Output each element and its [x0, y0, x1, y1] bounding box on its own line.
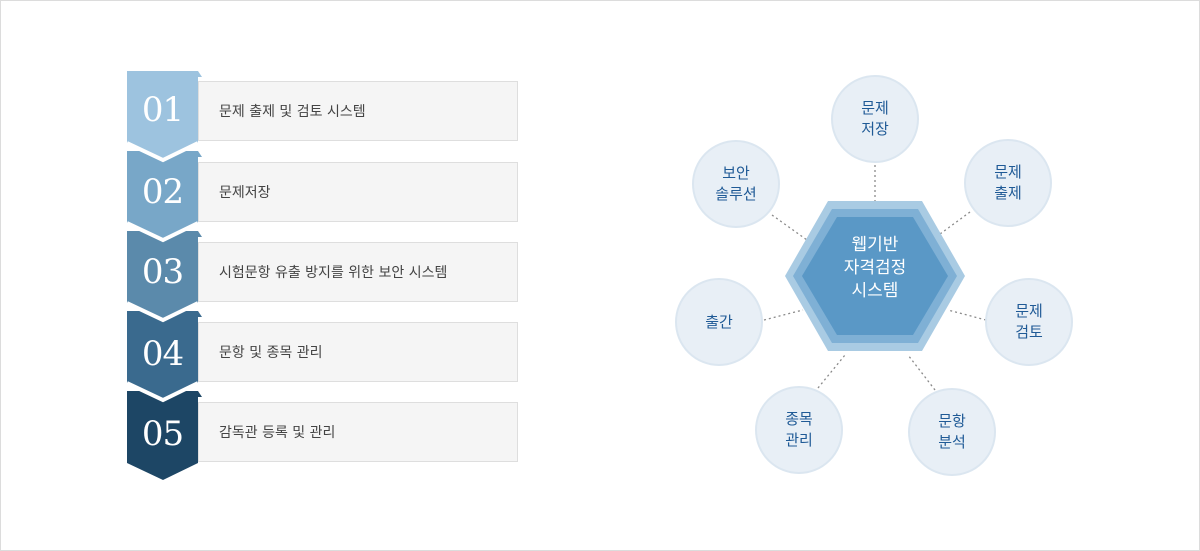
connector-lines: [763, 165, 987, 391]
step-2-number: 02: [141, 172, 184, 212]
step-chevron-strip: [127, 71, 202, 480]
step-1-tab: [198, 71, 202, 77]
node-top-left-line-2: 솔루션: [715, 185, 757, 203]
center-line-1: 웹기반: [851, 235, 899, 255]
node-top-right-line-1: 문제: [994, 163, 1022, 181]
center-line-3: 시스템: [851, 281, 899, 301]
center-line-2: 자격검정: [843, 258, 907, 278]
step-2-label: 문제저장: [198, 162, 518, 222]
connector-top-right: [939, 211, 971, 235]
node-category-management: 종목 관리: [755, 386, 843, 474]
step-list: 01 02 03 04 05 문제 출제 및 검토 시스템 문제저장 시험문항 …: [127, 71, 518, 480]
connector-right: [947, 309, 987, 321]
node-top-line-1: 문제: [861, 99, 889, 117]
step-4-label: 문항 및 종목 관리: [198, 322, 518, 382]
node-item-analysis: 문항 분석: [908, 388, 996, 476]
step-3-number: 03: [141, 252, 184, 292]
node-bottom-left-line-1: 종목: [785, 410, 813, 428]
step-5-tab: [198, 391, 202, 397]
step-5-label: 감독관 등록 및 관리: [198, 402, 518, 462]
step-2-tab: [198, 151, 202, 157]
step-1-chevron: [127, 71, 198, 160]
step-5-chevron: [127, 391, 198, 480]
node-left-line-1: 출간: [705, 312, 733, 331]
step-1-label: 문제 출제 및 검토 시스템: [198, 81, 518, 141]
connector-left: [763, 309, 804, 321]
hex-inner: [802, 217, 948, 335]
connector-top-left: [771, 214, 808, 241]
node-problem-setting: 문제 출제: [964, 139, 1052, 227]
step-1-number: 01: [141, 90, 184, 130]
step-4-chevron: [127, 311, 198, 400]
step-3-tab: [198, 231, 202, 237]
node-bottom-right-line-1: 문항: [938, 412, 966, 430]
node-problem-storage: 문제 저장: [831, 75, 919, 163]
node-right-line-1: 문제: [1015, 302, 1043, 320]
connector-bottom-right: [907, 354, 936, 391]
connector-bottom-left: [817, 354, 846, 389]
step-3-label: 시험문항 유출 방지를 위한 보안 시스템: [198, 242, 518, 302]
center-hex-label: 웹기반 자격검정 시스템: [810, 234, 940, 303]
node-publishing: 출간: [675, 278, 763, 366]
node-bottom-right-line-2: 분석: [938, 433, 966, 451]
node-bottom-left-line-2: 관리: [785, 431, 813, 449]
step-3-chevron: [127, 231, 198, 320]
node-top-line-2: 저장: [861, 120, 889, 138]
node-top-right-line-2: 출제: [994, 184, 1022, 202]
node-problem-review: 문제 검토: [985, 278, 1073, 366]
step-4-tab: [198, 311, 202, 317]
node-right-line-2: 검토: [1015, 323, 1043, 341]
node-top-left-line-1: 보안: [722, 164, 750, 182]
step-2-chevron: [127, 151, 198, 240]
step-4-number: 04: [141, 334, 184, 374]
node-security-solution: 보안 솔루션: [692, 140, 780, 228]
system-diagram: 웹기반 자격검정 시스템 문제 저장 문제 출제 문제 검토 문항 분석 종목 …: [600, 0, 1200, 551]
step-5-number: 05: [141, 414, 184, 454]
